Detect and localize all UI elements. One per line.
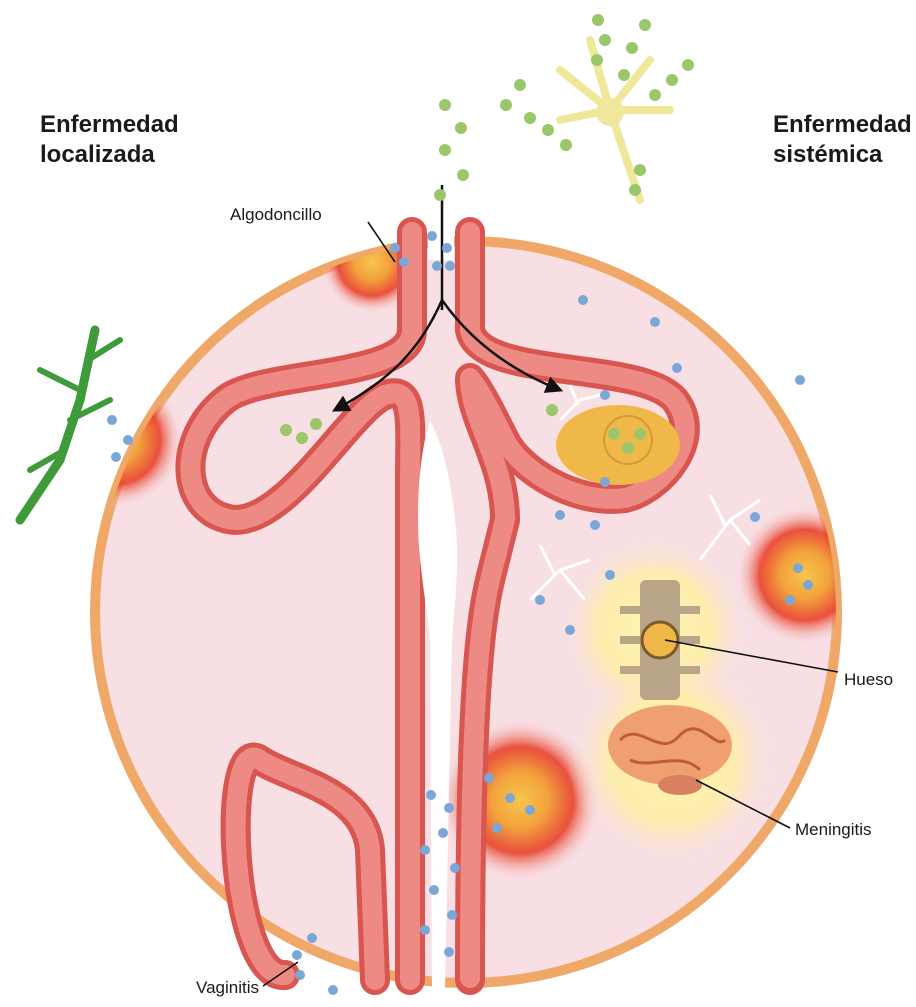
yeast-cell-icon	[803, 580, 813, 590]
yeast-cell-icon	[444, 803, 454, 813]
title-line: localizada	[40, 140, 179, 170]
spore	[439, 144, 451, 156]
yeast-cell-icon	[390, 243, 400, 253]
spore	[280, 424, 292, 436]
yeast-cell-icon	[420, 925, 430, 935]
yeast-cell-icon	[535, 595, 545, 605]
yeast-cell-icon	[505, 793, 515, 803]
mold-spore	[514, 79, 526, 91]
yeast-cell-icon	[328, 985, 338, 995]
fungus-mold-icon	[500, 14, 694, 200]
yeast-cell-icon	[111, 452, 121, 462]
yeast-cell-icon	[750, 512, 760, 522]
yeast-cell-icon	[795, 375, 805, 385]
spore	[455, 122, 467, 134]
yeast-cell-icon	[650, 317, 660, 327]
mold-spores	[500, 14, 694, 196]
yeast-cell-icon	[492, 823, 502, 833]
yeast-cell-icon	[590, 520, 600, 530]
mold-spore	[634, 164, 646, 176]
mold-spore	[649, 89, 661, 101]
mold-spore	[626, 42, 638, 54]
localized-disease-title: Enfermedad localizada	[40, 110, 179, 170]
yeast-cell-icon	[600, 390, 610, 400]
yeast-cell-icon	[555, 510, 565, 520]
yeast-cell-icon	[565, 625, 575, 635]
spore	[439, 99, 451, 111]
spore	[634, 428, 646, 440]
plant-branch-icon	[20, 330, 120, 520]
title-line: Enfermedad	[40, 110, 179, 140]
spore	[296, 432, 308, 444]
yeast-cell-icon	[123, 435, 133, 445]
mold-spore	[618, 69, 630, 81]
yeast-cell-icon	[292, 950, 302, 960]
label-meningitis: Meningitis	[795, 820, 872, 840]
yeast-cell-icon	[578, 295, 588, 305]
mold-spore	[591, 54, 603, 66]
yeast-cell-icon	[426, 790, 436, 800]
yeast-cell-icon	[444, 947, 454, 957]
abscess	[556, 405, 680, 485]
spore	[608, 428, 620, 440]
spore	[434, 189, 446, 201]
yeast-cell-icon	[793, 563, 803, 573]
yeast-cell-icon	[600, 477, 610, 487]
title-line: sistémica	[773, 140, 912, 170]
yeast-cell-icon	[399, 257, 409, 267]
yeast-cell-icon	[438, 828, 448, 838]
mold-spore	[629, 184, 641, 196]
spore	[457, 169, 469, 181]
mold-spore	[592, 14, 604, 26]
title-line: Enfermedad	[773, 110, 912, 140]
yeast-cell-icon	[450, 863, 460, 873]
yeast-cell-icon	[107, 415, 117, 425]
mold-spore	[639, 19, 651, 31]
yeast-cell-icon	[785, 595, 795, 605]
yeast-cell-icon	[420, 845, 430, 855]
mold-spore	[500, 99, 512, 111]
label-vaginitis: Vaginitis	[196, 978, 259, 998]
label-bone: Hueso	[844, 670, 893, 690]
yeast-cell-icon	[672, 363, 682, 373]
label-thrush: Algodoncillo	[230, 205, 322, 225]
yeast-cell-icon	[445, 261, 455, 271]
mold-spore	[682, 59, 694, 71]
yeast-cell-icon	[605, 570, 615, 580]
yeast-cell-icon	[525, 805, 535, 815]
yeast-cell-icon	[295, 970, 305, 980]
yeast-cell-icon	[429, 885, 439, 895]
mold-spore	[542, 124, 554, 136]
spore	[622, 442, 634, 454]
systemic-disease-title: Enfermedad sistémica	[773, 110, 912, 170]
yeast-cell-icon	[427, 231, 437, 241]
yeast-cell-icon	[307, 933, 317, 943]
spore	[546, 404, 558, 416]
mold-spore	[599, 34, 611, 46]
mold-spore	[666, 74, 678, 86]
yeast-cell-icon	[447, 910, 457, 920]
yeast-cell-icon	[432, 261, 442, 271]
spore	[310, 418, 322, 430]
yeast-cell-icon	[484, 773, 494, 783]
yeast-cell-icon	[442, 243, 452, 253]
mold-spore	[560, 139, 572, 151]
mold-spore	[524, 112, 536, 124]
